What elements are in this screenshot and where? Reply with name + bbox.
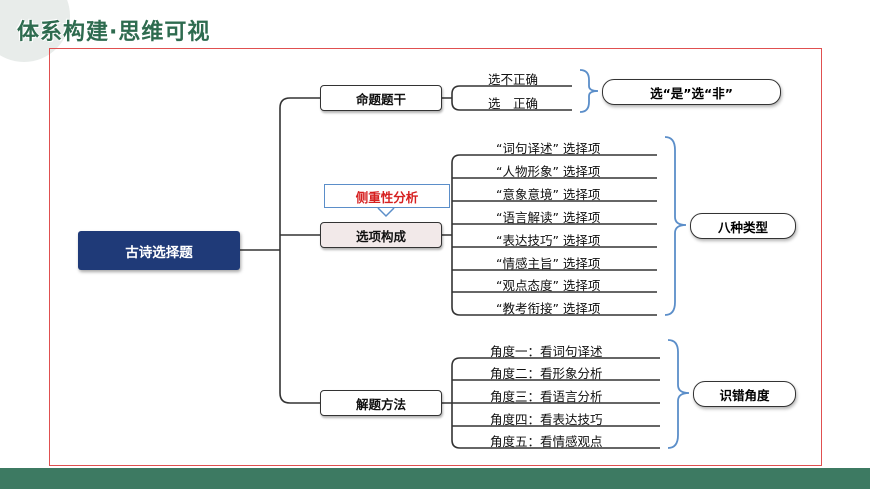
options-leaf-ticks xyxy=(452,177,460,293)
methods-summary-brace xyxy=(667,339,690,449)
leaf-method-4: 角度四：看表达技巧 xyxy=(490,412,603,427)
trunk-line xyxy=(279,97,291,404)
leaf-option-5: “表达技巧” 选择项 xyxy=(496,233,601,248)
methods-leaf-ticks xyxy=(452,379,460,427)
callout-pointer xyxy=(377,207,395,218)
summary-methods: 识错角度 xyxy=(693,381,796,407)
branch-node-stem: 命题题干 xyxy=(320,85,442,111)
summary-stem: 选“是”选“非” xyxy=(602,79,781,105)
leaf-stem-2: 选 正确 xyxy=(488,96,539,111)
options-leaf-underlines xyxy=(460,154,657,316)
leaf-method-2: 角度二：看形象分析 xyxy=(490,366,603,381)
stem-leaf-connector xyxy=(442,85,461,111)
options-leaf-connector xyxy=(442,154,461,316)
leaf-option-4: “语言解读” 选择项 xyxy=(496,210,601,225)
leaf-option-3: “意象意境” 选择项 xyxy=(496,187,601,202)
methods-leaf-underlines xyxy=(460,357,660,449)
leaf-option-7: “观点态度” 选择项 xyxy=(496,278,601,293)
leaf-option-8: “教考衔接” 选择项 xyxy=(496,301,601,316)
emphasis-callout: 侧重性分析 xyxy=(324,184,450,208)
summary-options: 八种类型 xyxy=(690,213,796,239)
stem-leaf-underlines xyxy=(460,85,572,111)
branch-node-methods: 解题方法 xyxy=(320,390,442,416)
leaf-stem-1: 选不正确 xyxy=(488,72,539,87)
leaf-option-6: “情感主旨” 选择项 xyxy=(496,256,601,271)
root-node: 古诗选择题 xyxy=(78,231,240,270)
leaf-option-2: “人物形象” 选择项 xyxy=(496,164,601,179)
leaf-method-5: 角度五：看情感观点 xyxy=(490,434,603,449)
leaf-method-3: 角度三：看语言分析 xyxy=(490,389,603,404)
diagram-frame xyxy=(49,48,822,466)
leaf-method-1: 角度一：看词句译述 xyxy=(490,344,603,359)
bottom-bar xyxy=(0,468,870,489)
branch-node-options: 选项构成 xyxy=(320,222,442,248)
leaf-option-1: “词句译述” 选择项 xyxy=(496,141,601,156)
stem-summary-brace xyxy=(579,69,599,113)
page-title: 体系构建·思维可视 xyxy=(17,20,211,45)
options-summary-brace xyxy=(664,136,687,316)
